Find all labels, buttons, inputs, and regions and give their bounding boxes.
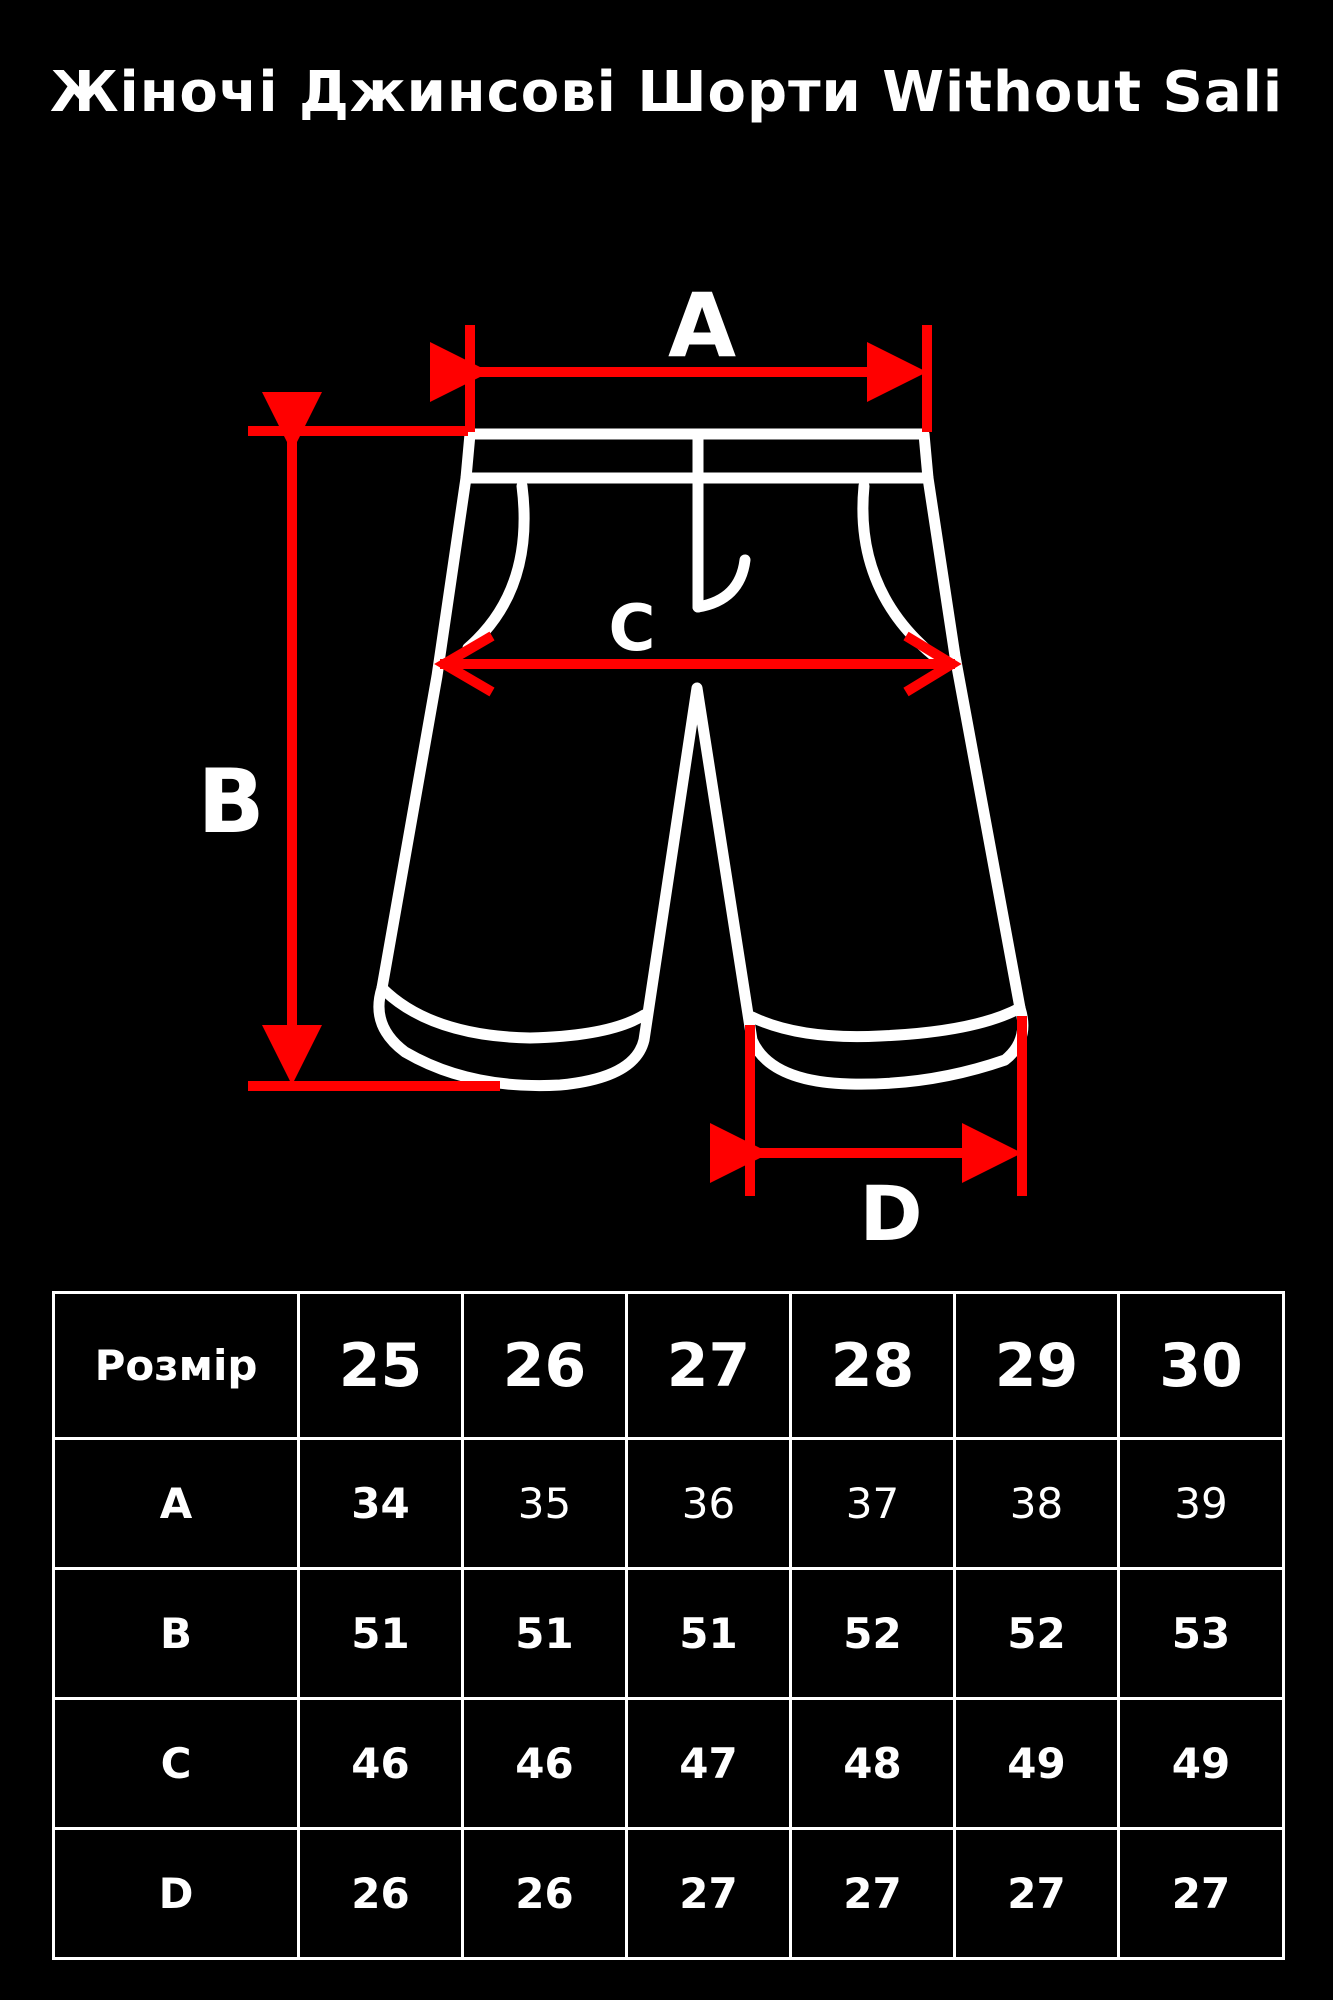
size-header-cell: 28 — [789, 1291, 956, 1440]
table-cell: 36 — [625, 1437, 792, 1570]
table-cell: 26 — [461, 1827, 628, 1960]
table-cell: 27 — [789, 1827, 956, 1960]
table-cell: 46 — [461, 1697, 628, 1830]
label-a: A — [668, 274, 736, 377]
table-cell: 27 — [625, 1827, 792, 1960]
measurement-arrows — [248, 325, 1027, 1196]
shorts-measurement-diagram: A B C D — [197, 274, 1029, 1258]
right-pocket — [857, 480, 940, 662]
label-d: D — [859, 1169, 922, 1258]
table-cell: 35 — [461, 1437, 628, 1570]
table-cell: 49 — [953, 1697, 1120, 1830]
size-header-cell: 29 — [953, 1291, 1120, 1440]
size-header-cell: 26 — [461, 1291, 628, 1440]
left-pocket — [462, 480, 530, 654]
table-cell: 49 — [1117, 1697, 1285, 1830]
table-cell: 47 — [625, 1697, 792, 1830]
size-header-cell: 27 — [625, 1291, 792, 1440]
table-cell: 26 — [297, 1827, 464, 1960]
table-cell: 52 — [953, 1567, 1120, 1700]
table-cell: 38 — [953, 1437, 1120, 1570]
table-row: C 46 46 47 48 49 49 — [52, 1697, 1285, 1830]
page-title: Жіночі Джинсові Шорти Without Sali — [49, 60, 1284, 125]
table-cell: 52 — [789, 1567, 956, 1700]
table-cell: 27 — [1117, 1827, 1285, 1960]
table-cell: 37 — [789, 1437, 956, 1570]
shorts-outline — [373, 428, 1029, 1092]
table-cell: 53 — [1117, 1567, 1285, 1700]
table-cell: 46 — [297, 1697, 464, 1830]
size-chart-table: Розмір 25 26 27 28 29 30 A 34 35 36 37 3… — [52, 1291, 1285, 1960]
arrow-c-head-right — [903, 631, 962, 697]
left-cuff — [376, 982, 650, 1044]
size-header-cell: 30 — [1117, 1291, 1285, 1440]
shorts-body — [373, 472, 1029, 1092]
fly-curve — [692, 554, 751, 613]
table-cell: 39 — [1117, 1437, 1285, 1570]
size-header-label: Розмір — [52, 1291, 300, 1440]
table-cell: 34 — [297, 1437, 464, 1570]
row-label: B — [52, 1567, 300, 1700]
row-label: A — [52, 1437, 300, 1570]
table-row: A 34 35 36 37 38 39 — [52, 1437, 1285, 1570]
label-c: C — [609, 592, 656, 666]
table-row: B 51 51 51 52 52 53 — [52, 1567, 1285, 1700]
table-cell: 51 — [297, 1567, 464, 1700]
table-row: D 26 26 27 27 27 27 — [52, 1827, 1285, 1960]
size-header-cell: 25 — [297, 1291, 464, 1440]
table-cell: 51 — [461, 1567, 628, 1700]
row-label: C — [52, 1697, 300, 1830]
table-header-row: Розмір 25 26 27 28 29 30 — [52, 1291, 1285, 1440]
table-cell: 27 — [953, 1827, 1120, 1960]
row-label: D — [52, 1827, 300, 1960]
table-cell: 48 — [789, 1697, 956, 1830]
label-b: B — [197, 750, 264, 853]
right-cuff — [746, 1002, 1026, 1043]
table-cell: 51 — [625, 1567, 792, 1700]
arrow-c-head-left — [434, 631, 495, 697]
